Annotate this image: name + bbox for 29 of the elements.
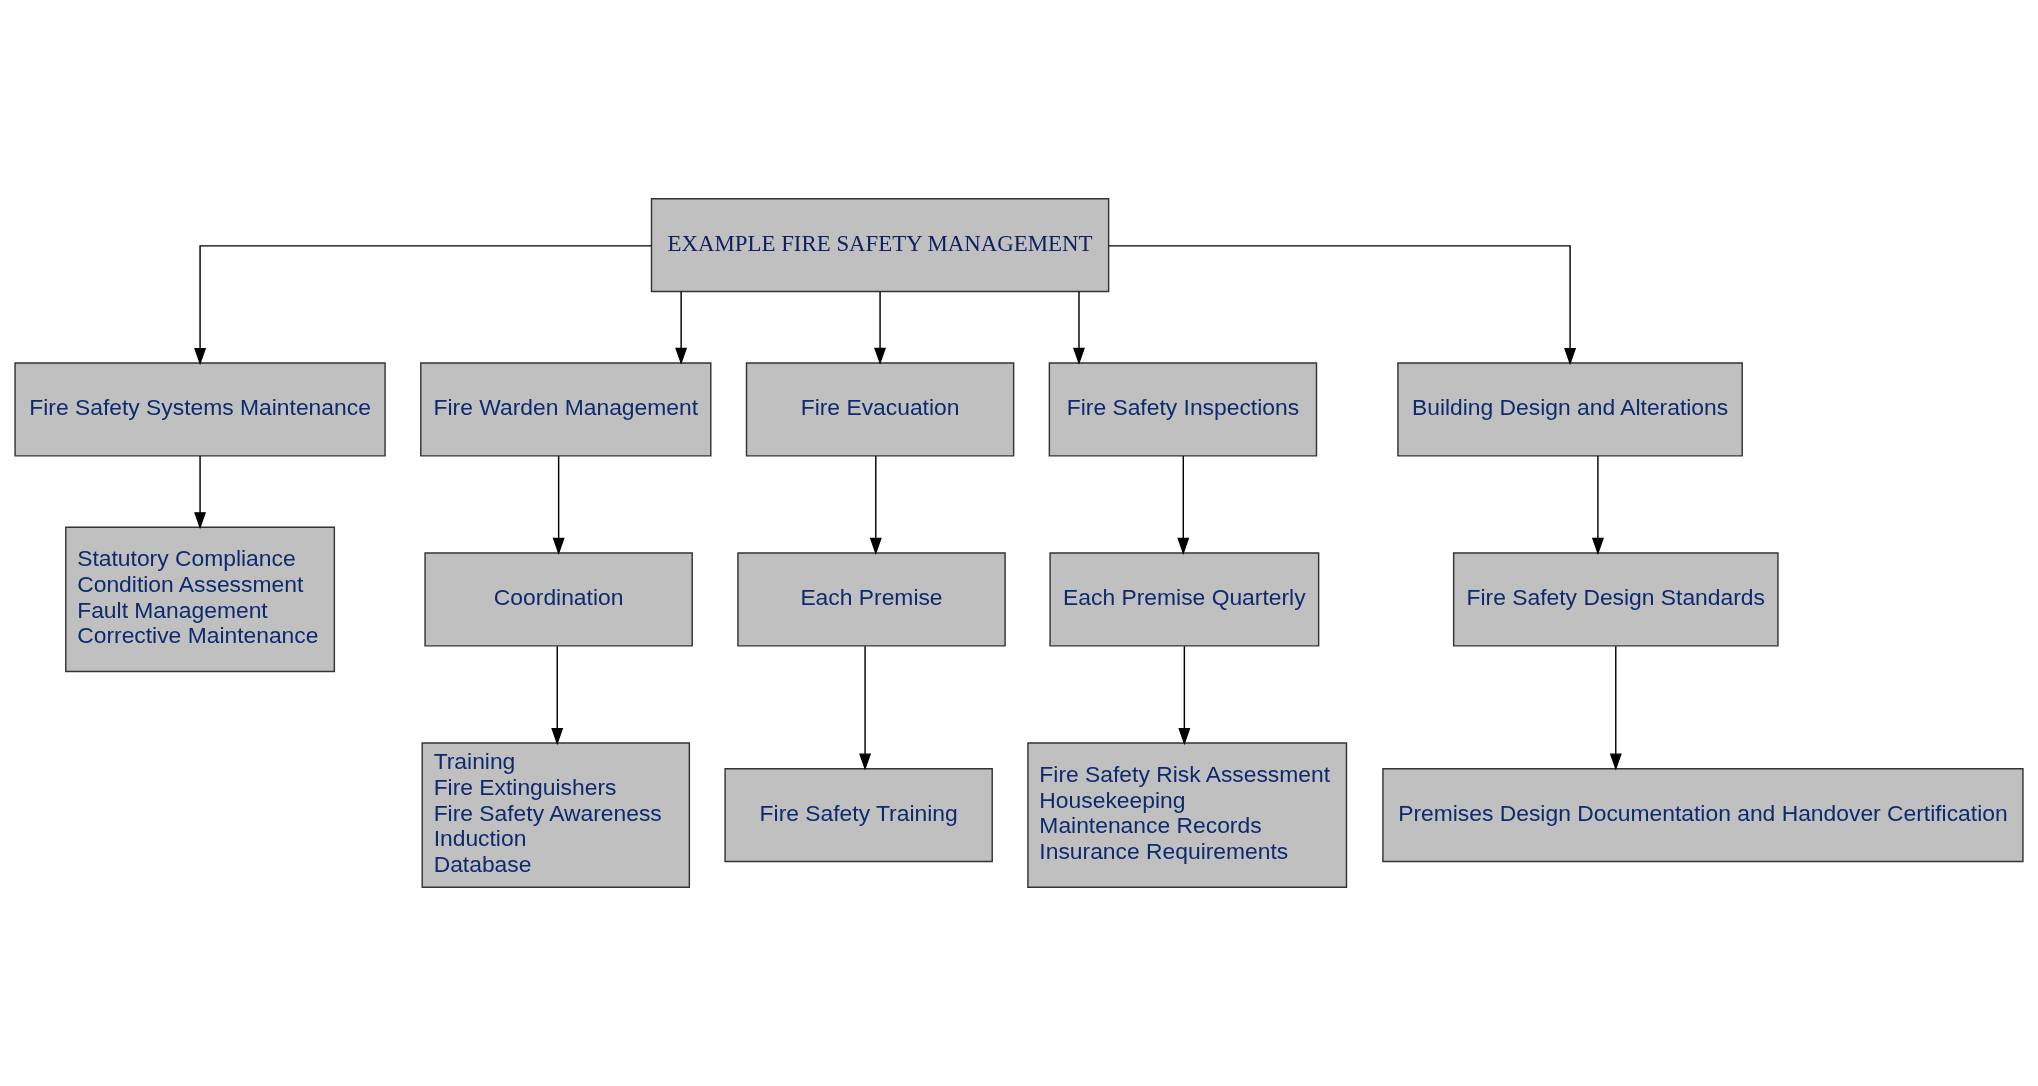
arrow (874, 291, 887, 365)
arrow (552, 455, 565, 555)
node-box: Building Design and Alterations (1397, 362, 1743, 457)
arrow (675, 291, 688, 365)
node-box: Fire Evacuation (745, 362, 1015, 457)
arrow (1073, 291, 1085, 365)
arrow (1609, 645, 1622, 771)
arrow (1591, 455, 1604, 555)
node-box: EXAMPLE FIRE SAFETY MANAGEMENT (650, 198, 1110, 293)
node-box: Statutory Compliance Condition Assessment Fault Management Corrective Maintenance (65, 526, 336, 673)
node-box: Fire Safety Risk Assessment Housekeeping Maintenance Records Insurance Requirements (1027, 742, 1348, 888)
arrow (551, 645, 564, 746)
node-box: Coordination (424, 552, 693, 647)
node-box: Fire Warden Management (420, 362, 712, 457)
arrow (194, 245, 652, 366)
node-box: Training Fire Extinguishers Fire Safety Awareness Induction Database (421, 742, 691, 888)
node-box: Premises Design Documentation and Handover Certification (1382, 768, 2024, 863)
node-box: Fire Safety Systems Maintenance (14, 362, 386, 457)
arrow (1108, 245, 1577, 366)
node-box: Fire Safety Inspections (1048, 362, 1318, 457)
node-box: Fire Safety Design Standards (1452, 552, 1779, 647)
arrow (1178, 645, 1191, 746)
node-box: Fire Safety Training (724, 768, 993, 863)
node-box: Each Premise Quarterly (1049, 552, 1320, 647)
arrow (194, 455, 207, 530)
node-box: Each Premise (737, 552, 1006, 647)
arrow (859, 645, 872, 771)
arrow (1177, 455, 1190, 555)
arrow (869, 455, 882, 555)
